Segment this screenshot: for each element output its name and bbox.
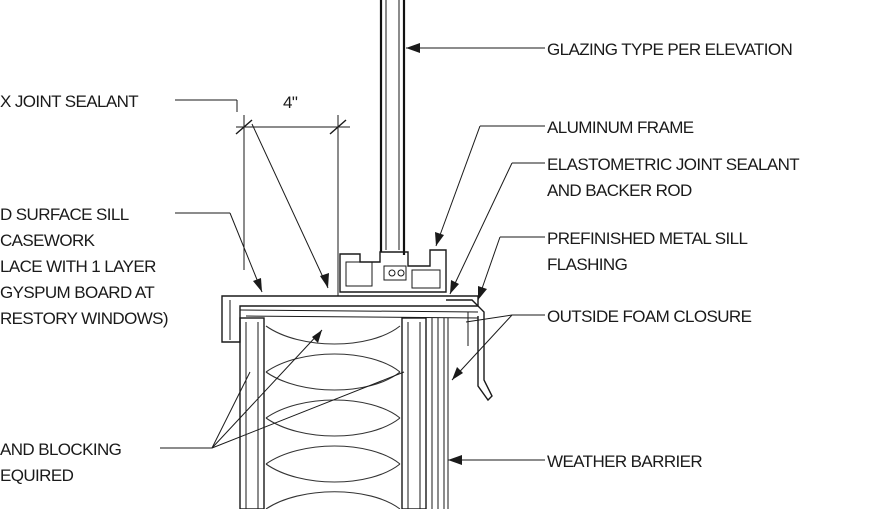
leader-weather-barrier (448, 455, 545, 465)
label-surface-sill-2: CASEWORK (0, 231, 96, 250)
aluminum-frame-shape (339, 249, 447, 297)
wall-studs (239, 317, 439, 509)
sill-board (221, 295, 479, 343)
metal-flashing (446, 299, 493, 402)
label-flex-joint: X JOINT SEALANT (0, 92, 138, 111)
label-blocking-1: AND BLOCKING (0, 440, 121, 459)
leader-flex-joint (175, 99, 329, 289)
leader-foam-closure (451, 314, 545, 381)
leader-blocking (160, 329, 405, 449)
leader-aluminum-frame (435, 125, 545, 247)
label-elastomeric-1: ELASTOMETRIC JOINT SEALANT (547, 155, 799, 174)
batt-insulation (265, 325, 401, 509)
label-metal-sill-1: PREFINISHED METAL SILL (547, 229, 747, 248)
label-weather-barrier: WEATHER BARRIER (547, 452, 702, 471)
label-foam-closure: OUTSIDE FOAM CLOSURE (547, 307, 752, 326)
dimension-label: 4" (283, 93, 298, 112)
label-elastomeric-2: AND BACKER ROD (547, 181, 692, 200)
exterior-sheathing (443, 318, 449, 509)
label-surface-sill-5: RESTORY WINDOWS) (0, 309, 168, 328)
leader-surface-sill (175, 212, 263, 293)
label-surface-sill-4: GYSPUM BOARD AT (0, 283, 154, 302)
leader-glazing (406, 43, 545, 53)
leader-metal-flashing (477, 236, 545, 301)
leader-elastomeric (449, 162, 545, 295)
label-aluminum-frame: ALUMINUM FRAME (547, 118, 694, 137)
label-metal-sill-2: FLASHING (547, 255, 627, 274)
label-blocking-2: EQUIRED (0, 466, 74, 485)
label-glazing: GLAZING TYPE PER ELEVATION (547, 40, 792, 59)
label-surface-sill-1: D SURFACE SILL (0, 205, 129, 224)
dimension-4in (235, 115, 350, 296)
label-surface-sill-3: LACE WITH 1 LAYER (0, 257, 156, 276)
glazing-mullion (379, 0, 406, 255)
